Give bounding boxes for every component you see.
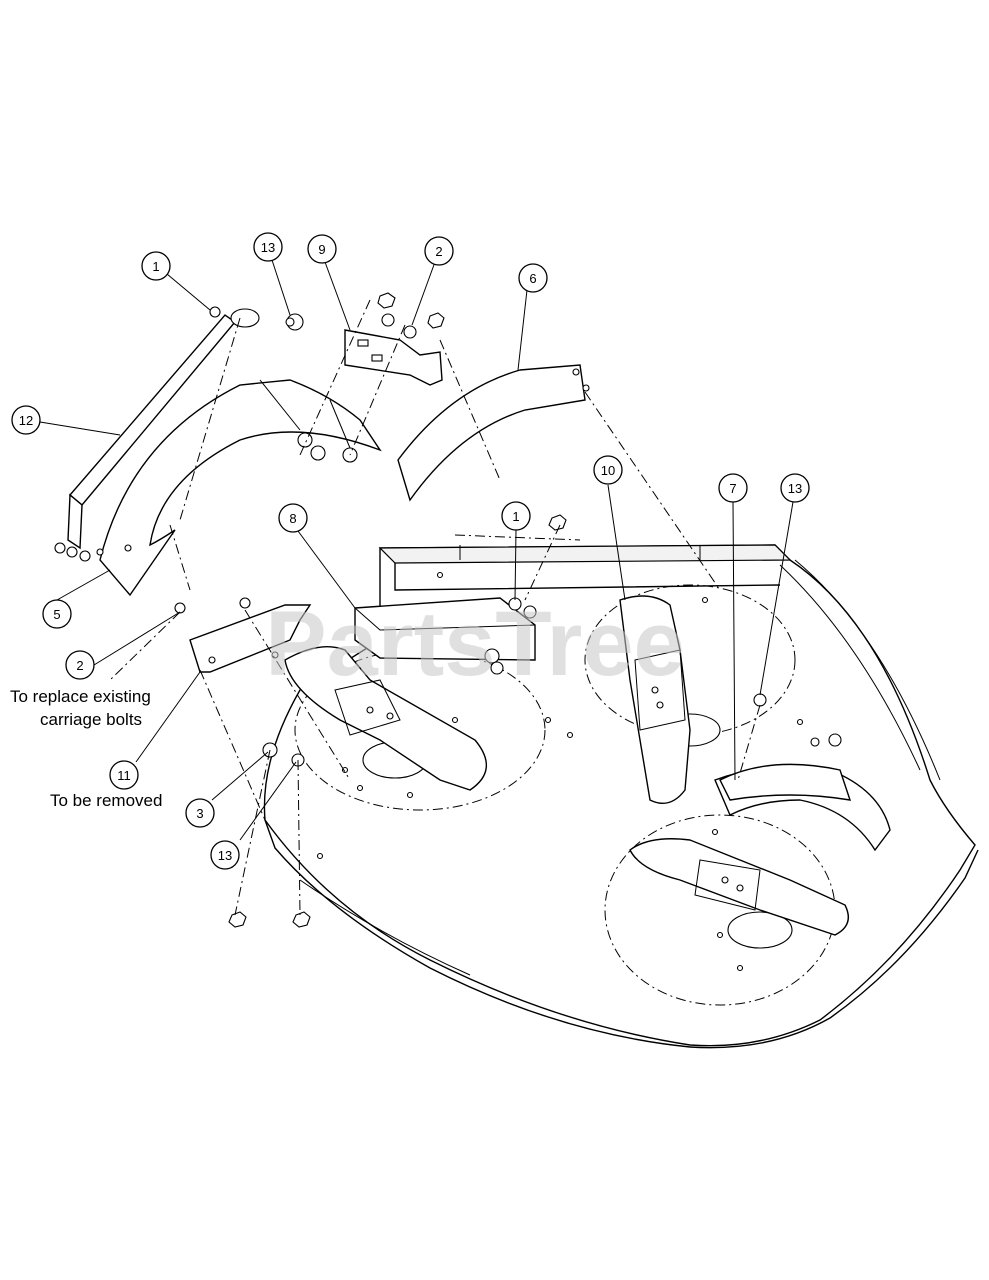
- svg-text:12: 12: [19, 413, 33, 428]
- svg-text:6: 6: [529, 271, 536, 286]
- svg-text:9: 9: [318, 242, 325, 257]
- callout-2-left: 2: [65, 650, 95, 680]
- callout-1-middle: 1: [501, 501, 531, 531]
- callout-leaders: [39, 259, 794, 841]
- mount-plate-part-8: [354, 597, 536, 661]
- callout-13-bottom: 13: [210, 840, 240, 870]
- callout-1-top: 1: [141, 251, 171, 281]
- callout-11: 11: [109, 760, 139, 790]
- svg-text:13: 13: [218, 848, 232, 863]
- hardware: [54, 292, 842, 928]
- callout-9: 9: [307, 234, 337, 264]
- note-replace-line1: To replace existing: [10, 687, 151, 706]
- note-to-be-removed: To be removed: [50, 791, 163, 810]
- cutting-blades: [284, 595, 849, 936]
- callout-8: 8: [278, 503, 308, 533]
- svg-text:13: 13: [788, 481, 802, 496]
- rear-baffle-part-6: [397, 364, 590, 502]
- svg-text:10: 10: [601, 463, 615, 478]
- assembly-lines: [109, 299, 761, 916]
- svg-text:7: 7: [729, 481, 736, 496]
- callout-13-top: 13: [253, 232, 283, 262]
- callout-2-top: 2: [424, 236, 454, 266]
- svg-text:5: 5: [53, 607, 60, 622]
- svg-text:13: 13: [261, 240, 275, 255]
- callout-13-right: 13: [780, 473, 810, 503]
- svg-text:2: 2: [76, 658, 83, 673]
- callout-12: 12: [11, 405, 41, 435]
- svg-text:3: 3: [196, 806, 203, 821]
- bracket-part-9: [344, 329, 443, 386]
- callout-7: 7: [718, 473, 748, 503]
- callouts: 1 13 9 2 6 12 10 7: [11, 232, 810, 870]
- svg-text:2: 2: [435, 244, 442, 259]
- svg-text:11: 11: [117, 768, 131, 783]
- svg-text:8: 8: [289, 511, 296, 526]
- svg-text:1: 1: [512, 509, 519, 524]
- left-baffle-part-5: [96, 379, 382, 597]
- deflector-rod-part-12: [67, 308, 260, 550]
- callout-5: 5: [42, 599, 72, 629]
- callout-10: 10: [593, 455, 623, 485]
- note-replace-line2: carriage bolts: [40, 710, 143, 729]
- svg-text:1: 1: [152, 259, 159, 274]
- watermark: PartsTree: [265, 593, 684, 695]
- callout-3: 3: [185, 798, 215, 828]
- callout-6: 6: [518, 263, 548, 293]
- right-baffle-part-7: [719, 763, 852, 801]
